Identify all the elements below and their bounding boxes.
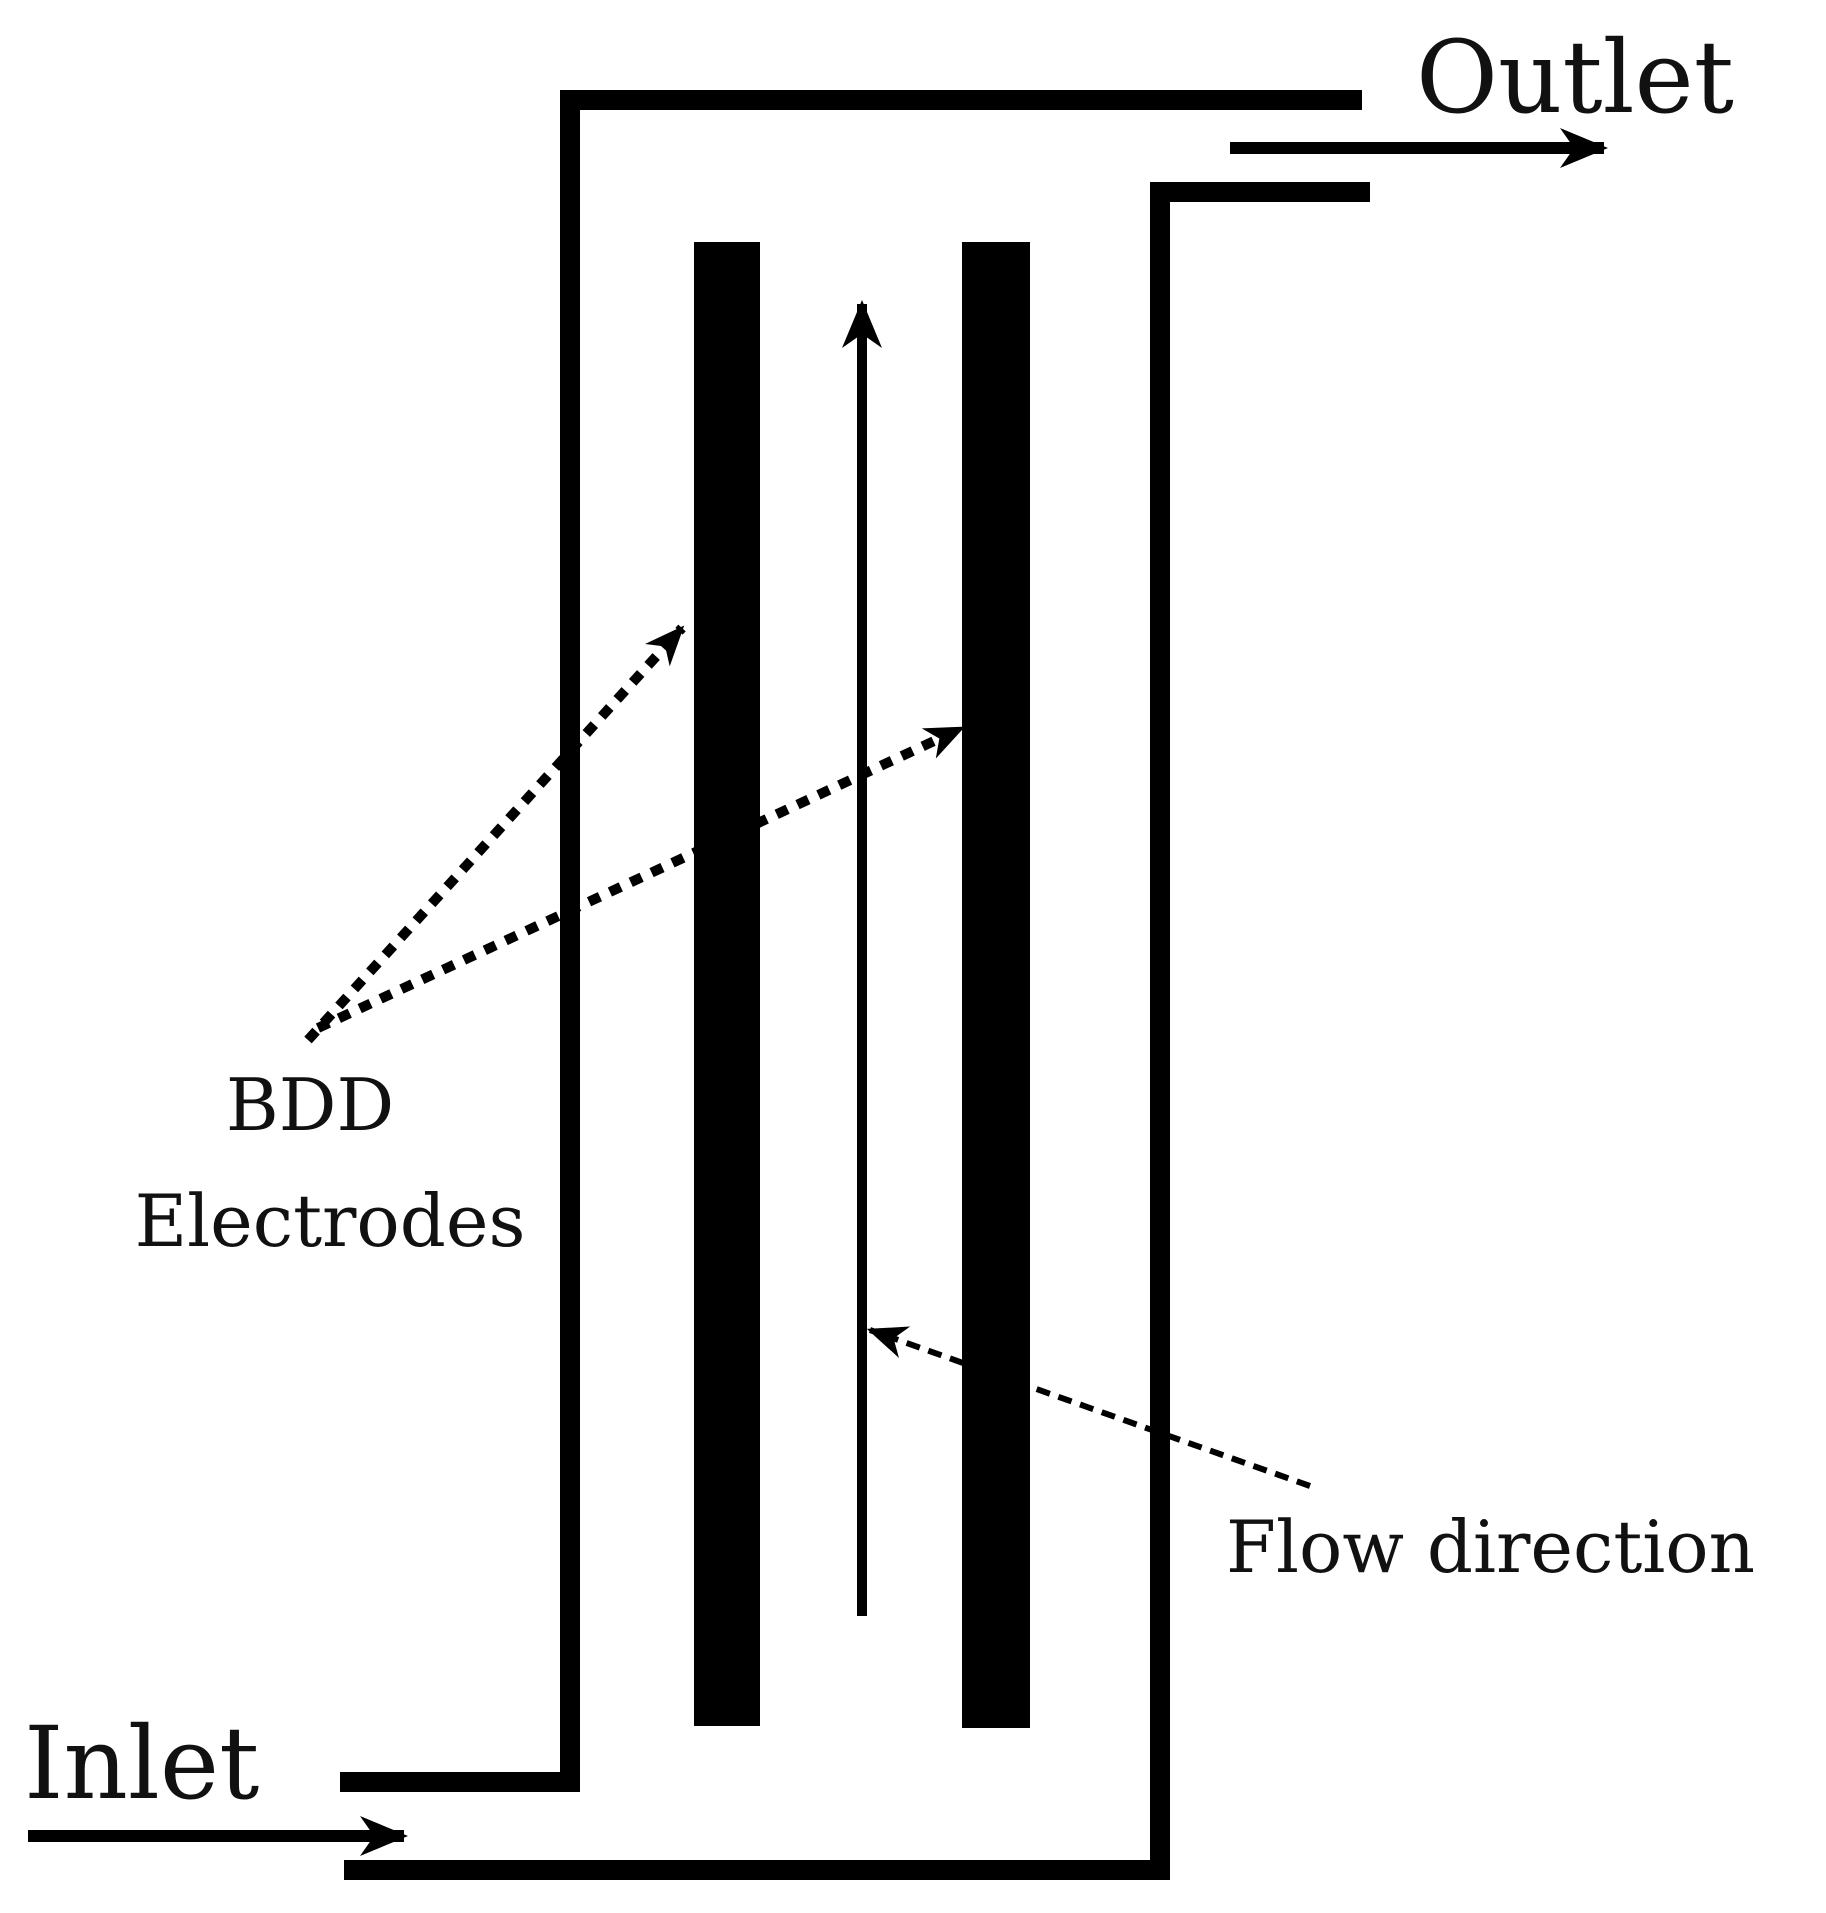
bdd-label-line2: Electrodes [135, 1179, 526, 1263]
reactor-wall-left [340, 90, 1362, 1792]
electrode-left [694, 242, 760, 1726]
electrode-right [962, 242, 1030, 1728]
reactor-wall-right [344, 182, 1370, 1880]
outlet-label: Outlet [1416, 19, 1734, 136]
flow-direction-label: Flow direction [1226, 1505, 1755, 1589]
electrode-pointer-right [315, 723, 966, 1033]
bdd-label-line1: BDD [226, 1063, 394, 1147]
electrode-pointer-left [304, 624, 686, 1044]
inlet-label: Inlet [24, 1705, 259, 1822]
flow-direction-pointer [866, 1326, 1312, 1489]
